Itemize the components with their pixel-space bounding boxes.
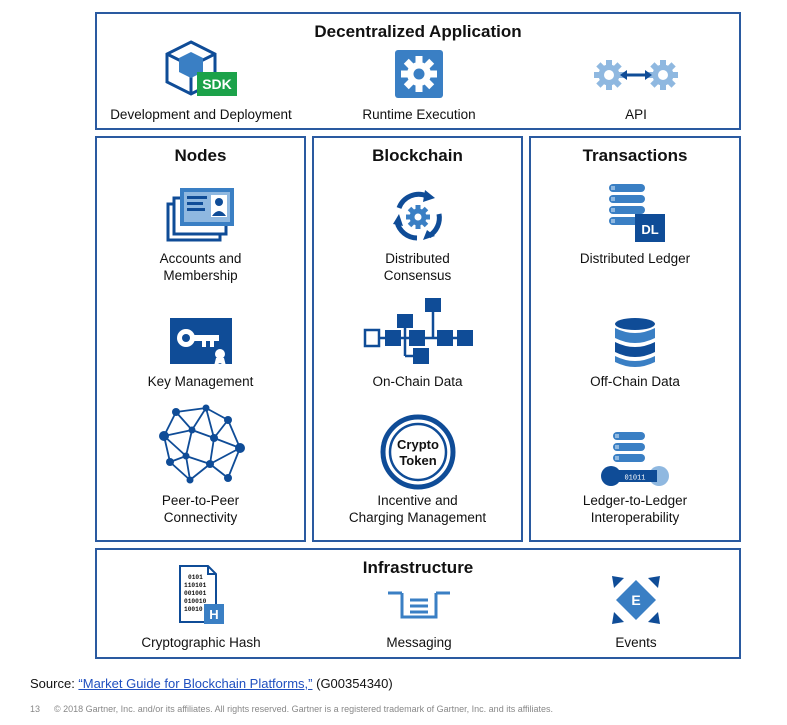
- runtime-execution-item: Runtime Execution: [319, 14, 519, 130]
- source-citation: Source: “Market Guide for Blockchain Pla…: [30, 676, 393, 691]
- dl-badge-text: DL: [641, 222, 658, 237]
- distributed-ledger-item: DL Distributed Ledger: [531, 138, 739, 288]
- copyright-text: © 2018 Gartner, Inc. and/or its affiliat…: [54, 704, 554, 714]
- development-deployment-item: SDK Development and Deployment: [97, 14, 305, 130]
- source-link[interactable]: “Market Guide for Blockchain Platforms,”: [78, 676, 313, 691]
- ledger-to-ledger-label-line2: Interoperability: [590, 510, 680, 525]
- page-number: 13: [30, 704, 41, 714]
- off-chain-data-item: Off-Chain Data: [531, 288, 739, 398]
- hash-binary-line1: 0101: [188, 574, 203, 581]
- ledger-to-ledger-label-line1: Ledger-to-Ledger: [582, 493, 688, 508]
- decentralized-application-panel: Decentralized Application SDK Developmen…: [95, 12, 741, 130]
- panel-title: Decentralized Application: [314, 22, 522, 41]
- incentive-charging-label-line1: Incentive and: [377, 493, 458, 508]
- panel-title: Blockchain: [372, 146, 463, 165]
- nodes-panel: Nodes Accounts and Membership: [95, 136, 306, 542]
- id-cards-icon: [166, 186, 236, 242]
- source-suffix: (G00354340): [312, 676, 393, 691]
- events-label: Events: [615, 635, 657, 650]
- footer: 13 © 2018 Gartner, Inc. and/or its affili…: [30, 704, 567, 714]
- source-prefix: Source:: [30, 676, 79, 691]
- binary-badge-text: 01011: [624, 475, 645, 483]
- key-certificate-icon: [166, 316, 236, 368]
- message-queue-icon: [388, 590, 450, 620]
- sdk-badge-text: SDK: [202, 76, 232, 92]
- h-badge-text: H: [209, 607, 218, 622]
- ledger-to-ledger-item: 01011 Ledger-to-Ledger Interoperability: [531, 398, 739, 542]
- gears-arrow-icon: [593, 58, 679, 92]
- accounts-membership-item: Accounts and Membership: [97, 138, 304, 288]
- hash-binary-line2: 110101: [184, 582, 207, 589]
- accounts-membership-label-line2: Membership: [163, 268, 238, 283]
- incentive-charging-item: Crypto Token Incentive and Charging Mana…: [314, 398, 521, 542]
- database-icon: [612, 316, 658, 370]
- event-diamond-icon: E: [610, 574, 662, 626]
- key-management-label: Key Management: [147, 374, 254, 389]
- accounts-membership-label-line1: Accounts and: [159, 251, 242, 266]
- hash-binary-line5: 10010: [184, 606, 203, 613]
- runtime-execution-label: Runtime Execution: [362, 107, 476, 122]
- ledger-link-icon: 01011: [599, 430, 671, 488]
- cryptographic-hash-label: Cryptographic Hash: [141, 635, 261, 650]
- cryptographic-hash-item: 0101 110101 001001 010010 10010 H Crypto…: [97, 550, 305, 659]
- ledger-books-icon: DL: [603, 182, 667, 244]
- distributed-ledger-label: Distributed Ledger: [579, 251, 691, 266]
- messaging-label: Messaging: [386, 635, 452, 650]
- peer-to-peer-label-line1: Peer-to-Peer: [161, 493, 240, 508]
- blockchain-panel: Blockchain: [312, 136, 523, 542]
- gear-icon: [395, 50, 443, 98]
- infrastructure-panel: Infrastructure 0101 110101 001001 010010…: [95, 548, 741, 659]
- token-text-line1: Crypto: [397, 437, 439, 452]
- panel-title: Nodes: [174, 146, 227, 165]
- hash-binary-line4: 010010: [184, 598, 207, 605]
- key-management-item: Key Management: [97, 288, 304, 398]
- token-text-line2: Token: [399, 453, 436, 468]
- messaging-item: Messaging: [319, 550, 519, 659]
- distributed-consensus-label-line1: Distributed: [385, 251, 450, 266]
- api-label: API: [625, 107, 647, 122]
- events-item: E Events: [533, 550, 739, 659]
- panel-title: Infrastructure: [362, 558, 474, 577]
- block-chain-icon: [363, 296, 473, 364]
- e-badge-text: E: [631, 592, 640, 608]
- crypto-token-icon: Crypto Token: [380, 414, 456, 490]
- panel-title: Transactions: [582, 146, 688, 165]
- distributed-consensus-item: Distributed Consensus: [314, 138, 521, 288]
- document-hash-icon: 0101 110101 001001 010010 10010 H: [176, 564, 226, 626]
- incentive-charging-label-line2: Charging Management: [348, 510, 487, 525]
- distributed-consensus-label-line2: Consensus: [383, 268, 452, 283]
- development-deployment-label: Development and Deployment: [110, 107, 292, 122]
- gear-cycle-icon: [389, 188, 447, 246]
- peer-to-peer-label-line2: Connectivity: [163, 510, 238, 525]
- api-item: API: [533, 14, 739, 130]
- off-chain-data-label: Off-Chain Data: [590, 374, 680, 389]
- peer-to-peer-item: Peer-to-Peer Connectivity: [97, 398, 304, 542]
- network-mesh-icon: [156, 404, 246, 484]
- hash-binary-line3: 001001: [184, 590, 207, 597]
- on-chain-data-label: On-Chain Data: [372, 374, 463, 389]
- cube-sdk-icon: SDK: [161, 40, 241, 100]
- on-chain-data-item: On-Chain Data: [314, 288, 521, 398]
- transactions-panel: Transactions DL Distributed Ledger: [529, 136, 741, 542]
